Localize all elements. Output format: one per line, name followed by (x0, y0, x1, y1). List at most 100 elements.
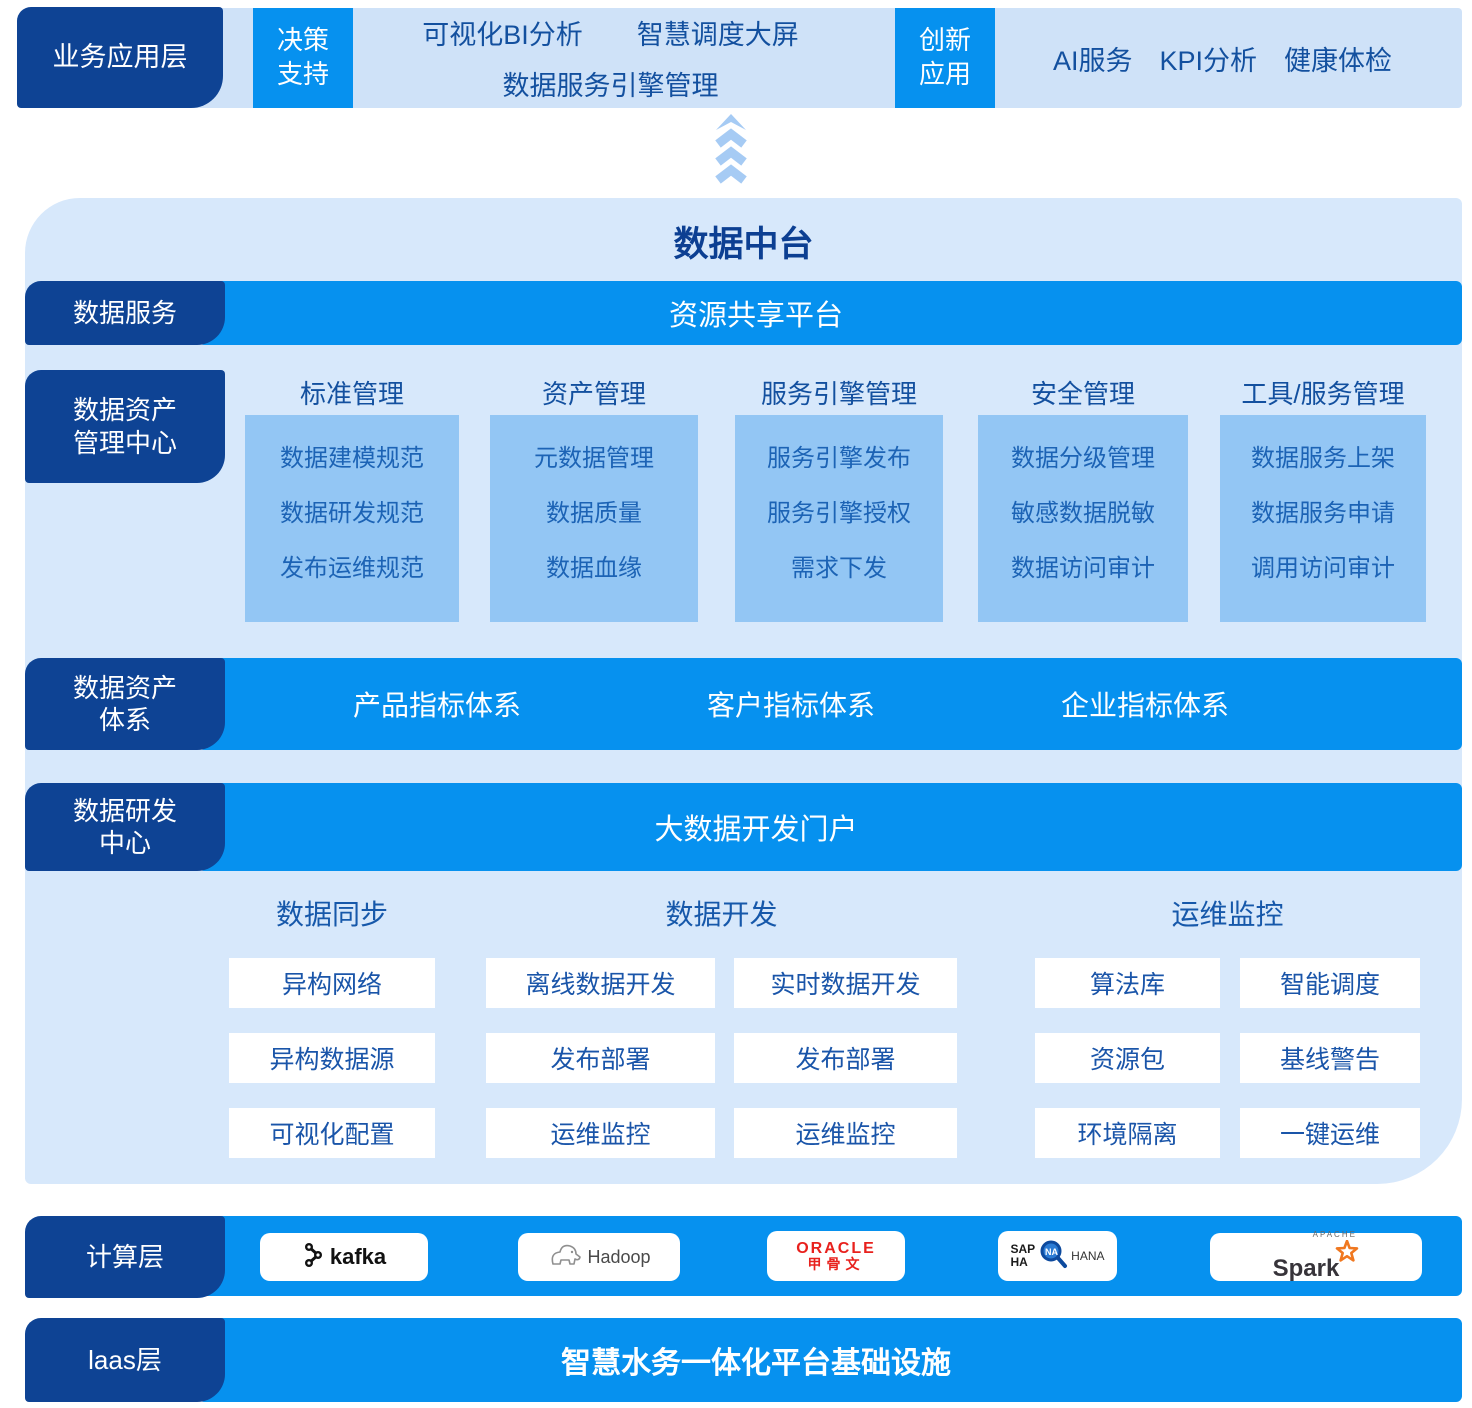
dev-box: 发布部署 (734, 1033, 957, 1083)
asset-item: 数据访问审计 (1011, 555, 1155, 582)
label-text: laas层 (88, 1344, 162, 1375)
indicator-system: 客户指标体系 (706, 690, 875, 721)
dev-box: 一键运维 (1240, 1108, 1420, 1158)
asset-column-header: 服务引擎管理 (760, 379, 917, 409)
asset-column-box: 数据分级管理 敏感数据脱敏 数据访问审计 (978, 415, 1188, 622)
asset-column-box: 数据建模规范 数据研发规范 发布运维规范 (245, 415, 459, 622)
dev-box: 异构网络 (229, 958, 435, 1008)
apps-line: 可视化BI分析 智慧调度大屏 (422, 20, 799, 50)
asset-item: 数据血缘 (546, 555, 642, 582)
asset-column-box: 数据服务上架 数据服务申请 调用访问审计 (1220, 415, 1426, 622)
apps-line: 数据服务引擎管理 (502, 71, 719, 101)
indicator-system: 企业指标体系 (1060, 690, 1229, 721)
label-text: 计算层 (85, 1241, 164, 1272)
bar-text: 大数据开发门户 (654, 814, 858, 846)
asset-column-security: 安全管理 数据分级管理 敏感数据脱敏 数据访问审计 (978, 374, 1188, 622)
dev-group-header-ops: 运维监控 (1171, 899, 1284, 930)
asset-column-header: 标准管理 (299, 379, 404, 409)
asset-item: 数据分级管理 (1011, 445, 1155, 472)
bigdata-dev-portal-bar: 大数据开发门户 (200, 783, 1462, 871)
dev-box: 基线警告 (1240, 1033, 1420, 1083)
dev-box: 发布部署 (486, 1033, 715, 1083)
asset-item: 数据建模规范 (280, 445, 424, 472)
spark-star-icon (1335, 1239, 1359, 1269)
dev-group-header-dev: 数据开发 (665, 899, 778, 930)
asset-item: 敏感数据脱敏 (1011, 500, 1155, 527)
hana-logo-text: HANA (1071, 1249, 1105, 1263)
label-data-service: 数据服务 (25, 281, 225, 345)
asset-column-asset: 资产管理 元数据管理 数据质量 数据血缘 (490, 374, 698, 622)
data-platform-title: 数据中台 (673, 225, 814, 264)
asset-item: 服务引擎授权 (767, 500, 911, 527)
dev-box: 运维监控 (486, 1108, 715, 1158)
asset-item: 数据服务申请 (1251, 500, 1395, 527)
asset-column-tools: 工具/服务管理 数据服务上架 数据服务申请 调用访问审计 (1220, 374, 1426, 622)
apps-line: AI服务 KPI分析 健康体检 (1052, 45, 1393, 76)
magnifier-icon: NA (1038, 1238, 1068, 1275)
up-arrow-icon (713, 112, 749, 194)
asset-item: 数据服务上架 (1251, 445, 1395, 472)
label-business-application-layer: 业务应用层 (17, 7, 223, 108)
kafka-logo-text: kafka (329, 1244, 387, 1269)
iaas-infrastructure-bar: 智慧水务一体化平台基础设施 (200, 1318, 1462, 1402)
asset-item: 发布运维规范 (280, 555, 424, 582)
oracle-logo-cn-text: 甲骨文 (807, 1256, 865, 1273)
label-text: 管理中心 (72, 427, 177, 458)
label-text: 数据服务 (72, 297, 177, 328)
label-iaas-layer: laas层 (25, 1318, 225, 1402)
dev-box: 实时数据开发 (734, 958, 957, 1008)
hadoop-logo-text: Hadoop (587, 1246, 651, 1267)
dev-group-header-sync: 数据同步 (275, 899, 388, 930)
tag-line: 创新 (918, 25, 971, 56)
kafka-icon (302, 1241, 324, 1274)
tag-line: 决策 (276, 25, 329, 56)
asset-column-standard: 标准管理 数据建模规范 数据研发规范 发布运维规范 (245, 374, 459, 622)
dev-box: 算法库 (1035, 958, 1220, 1008)
label-data-asset-center: 数据资产 管理中心 (25, 370, 225, 483)
dev-box: 资源包 (1035, 1033, 1220, 1083)
asset-column-service-engine: 服务引擎管理 服务引擎发布 服务引擎授权 需求下发 (735, 374, 943, 622)
label-text: 业务应用层 (52, 41, 188, 72)
dev-box: 环境隔离 (1035, 1108, 1220, 1158)
asset-item: 服务引擎发布 (767, 445, 911, 472)
asset-column-header: 资产管理 (541, 379, 646, 409)
dev-box: 异构数据源 (229, 1033, 435, 1083)
label-text: 体系 (98, 705, 151, 735)
asset-item: 需求下发 (791, 555, 887, 582)
sap-logo-text: SAP (1010, 1242, 1036, 1257)
label-text: 数据资产 (72, 395, 177, 425)
tag-innovation-apps: 创新 应用 (895, 8, 995, 108)
asset-column-header: 安全管理 (1030, 379, 1135, 409)
label-text: 数据资产 (72, 672, 177, 703)
tag-decision-support: 决策 支持 (253, 8, 353, 108)
logo-card-kafka: kafka (260, 1233, 428, 1281)
label-compute-layer: 计算层 (25, 1216, 225, 1298)
asset-item: 数据质量 (546, 500, 642, 527)
resource-sharing-platform-bar: 资源共享平台 (200, 281, 1462, 345)
tag-line: 应用 (918, 59, 971, 89)
asset-column-box: 元数据管理 数据质量 数据血缘 (490, 415, 698, 622)
asset-column-box: 服务引擎发布 服务引擎授权 需求下发 (735, 415, 943, 622)
logo-card-spark: APACHE Spark (1210, 1229, 1422, 1282)
logo-card-sap-hana: SAP HA NA HANA (998, 1231, 1117, 1281)
dev-box: 运维监控 (734, 1108, 957, 1158)
bar-text: 智慧水务一体化平台基础设施 (561, 1347, 951, 1380)
logo-card-oracle: ORACLE 甲骨文 (767, 1231, 905, 1281)
asset-item: 调用访问审计 (1251, 555, 1395, 582)
asset-item: 数据研发规范 (280, 500, 424, 527)
decision-support-apps: 可视化BI分析 智慧调度大屏 数据服务引擎管理 (358, 8, 863, 108)
sap-logo-text2: HA (1010, 1255, 1028, 1269)
oracle-logo-text: ORACLE (796, 1239, 876, 1257)
label-text: 中心 (98, 828, 151, 858)
svg-text:NA: NA (1045, 1247, 1058, 1257)
label-data-dev-center: 数据研发 中心 (25, 783, 225, 871)
apache-logo-text: APACHE (1312, 1229, 1357, 1239)
spark-logo-text: Spark (1272, 1254, 1340, 1282)
dev-box: 离线数据开发 (486, 958, 715, 1008)
hadoop-elephant-icon (547, 1240, 582, 1275)
innovation-apps: AI服务 KPI分析 健康体检 (1000, 8, 1445, 108)
asset-column-header: 工具/服务管理 (1241, 379, 1405, 409)
label-data-asset-system: 数据资产 体系 (25, 658, 225, 750)
logo-card-hadoop: Hadoop (518, 1233, 680, 1281)
asset-system-bar: 产品指标体系 客户指标体系 企业指标体系 (200, 658, 1462, 750)
